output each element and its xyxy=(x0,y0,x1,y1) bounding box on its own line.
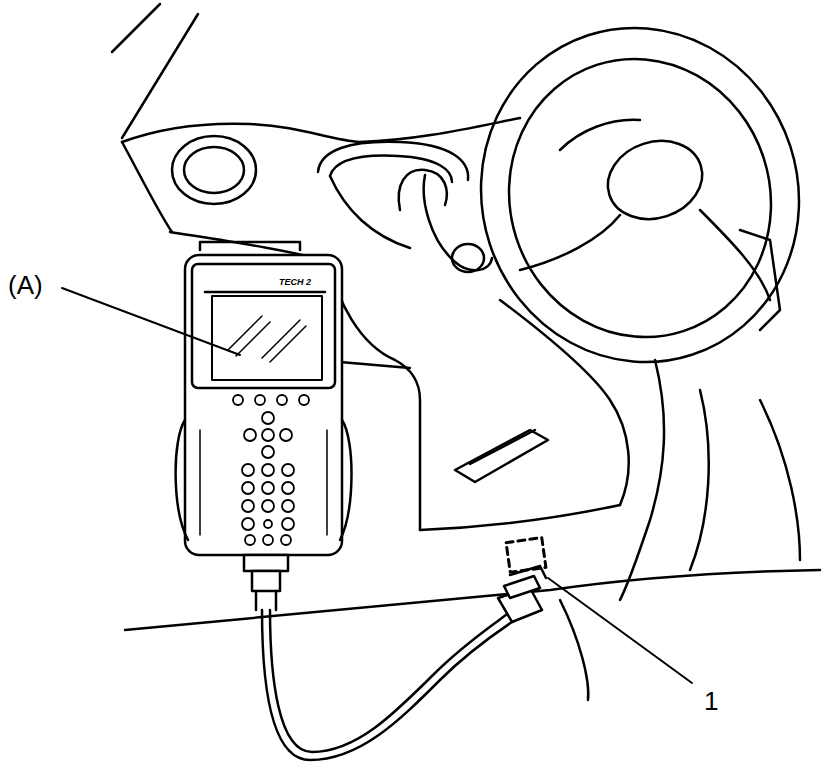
air-vent xyxy=(172,136,256,204)
console-edge xyxy=(330,262,420,530)
pillar-line xyxy=(122,14,198,138)
instrument-cluster xyxy=(318,142,468,180)
device-brand: TECH 2 xyxy=(279,278,311,287)
knee-panel xyxy=(690,390,709,570)
knee-panel xyxy=(620,360,664,600)
wheel-spoke xyxy=(740,230,780,330)
scan-tool-grip xyxy=(176,420,352,540)
pedal xyxy=(470,430,535,464)
floor-line xyxy=(125,570,820,630)
dlc-connector xyxy=(506,538,546,573)
callout-number: 1 xyxy=(704,688,718,714)
steering-wheel xyxy=(473,25,807,372)
knee-panel xyxy=(760,400,800,560)
part-label: (A) xyxy=(8,272,43,298)
console-edge xyxy=(420,505,620,530)
console-edge xyxy=(340,362,410,368)
scan-tool-body xyxy=(185,255,342,555)
leader-line xyxy=(548,578,692,683)
dash-contour xyxy=(122,118,520,142)
wheel-hub xyxy=(598,129,713,231)
pillar-line xyxy=(112,4,160,52)
cable-plug xyxy=(244,555,288,571)
scan-tool-bezel xyxy=(192,264,335,388)
ignition-switch xyxy=(452,244,484,272)
wheel-spoke xyxy=(520,120,770,300)
scan-tool-screen xyxy=(212,296,322,380)
instrument-cluster xyxy=(330,176,410,248)
air-vent xyxy=(184,147,244,193)
cable-plug xyxy=(252,571,280,591)
steering-wheel xyxy=(438,0,832,404)
scan-tool-keypad xyxy=(233,395,309,545)
scan-tool-bezel xyxy=(205,291,325,294)
cable xyxy=(262,610,515,760)
cable-plug xyxy=(256,591,276,610)
leader-line xyxy=(62,288,240,355)
scan-tool-grip xyxy=(200,430,327,535)
floor-line xyxy=(560,600,588,700)
dlc-plug xyxy=(504,576,540,598)
instrument-cluster xyxy=(330,156,452,182)
pedal xyxy=(455,430,548,482)
dash-contour xyxy=(122,142,172,232)
tool-clip xyxy=(200,242,300,250)
cable xyxy=(270,610,510,752)
